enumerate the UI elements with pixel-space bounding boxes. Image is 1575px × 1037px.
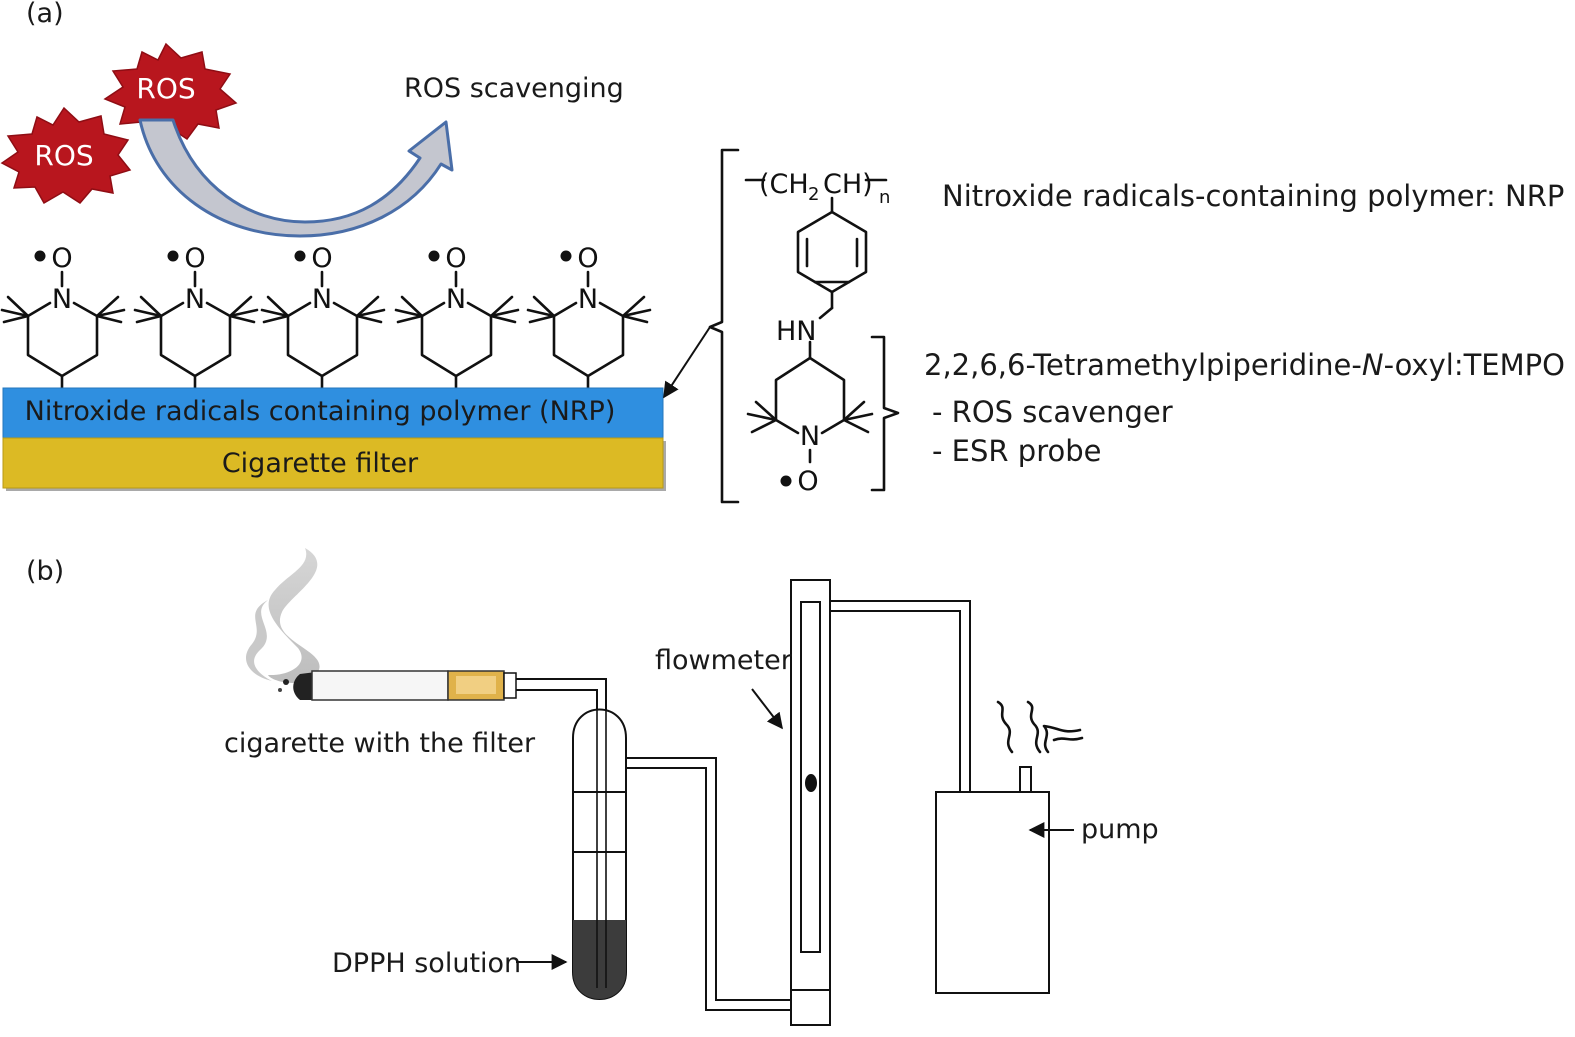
flowmeter-float	[805, 774, 817, 792]
panel-a-label: (a)	[26, 0, 64, 29]
nitrogen-atom: N	[800, 421, 820, 452]
formula-subscript: 2	[808, 184, 819, 205]
formula-ch2-open: (CH	[759, 169, 809, 200]
filter-layer	[2, 437, 664, 489]
pump-label: pump	[1081, 814, 1159, 845]
flowmeter-pointer-arrow	[751, 688, 783, 730]
tempo-title-suffix: -oxyl:TEMPO	[1384, 348, 1565, 382]
tempo-unit-2: O N	[133, 243, 259, 390]
nitrogen-atom: N	[185, 284, 205, 315]
oxygen-atom: O	[311, 243, 332, 274]
radical-dot	[428, 250, 440, 262]
radical-dot	[34, 250, 46, 262]
filter-layer-label: Cigarette filter	[222, 448, 419, 479]
radical-dot	[294, 250, 306, 262]
tempo-item-esr-probe: - ESR probe	[932, 434, 1101, 468]
tempo-unit-1: O N	[0, 243, 126, 390]
ros-badge-text: ROS	[136, 72, 195, 105]
tempo-unit-3: O N	[260, 243, 386, 390]
flowmeter	[790, 579, 831, 1026]
bubbler-tube	[572, 700, 627, 1000]
pump-exhaust	[1019, 766, 1032, 793]
oxygen-atom: O	[797, 466, 818, 497]
nrp-layer-label: Nitroxide radicals containing polymer (N…	[25, 396, 616, 427]
nrp-layer	[2, 387, 664, 439]
oxygen-atom: O	[445, 243, 466, 274]
tempo-ring-structure: N O	[746, 340, 874, 497]
tempo-title-italic: N	[1362, 348, 1384, 382]
tempo-unit-4: O N	[394, 243, 520, 390]
dpph-label: DPPH solution	[332, 948, 521, 979]
scavenging-label: ROS scavenging	[404, 73, 624, 104]
tempo-unit-5: O N	[526, 243, 652, 390]
formula-ch-close: CH)	[823, 169, 873, 200]
panel-b-label: (b)	[26, 556, 64, 587]
cigarette	[278, 670, 517, 701]
cigarette-label: cigarette with the filter	[224, 728, 536, 759]
radical-dot	[167, 250, 179, 262]
bubbler-to-flowmeter-tube	[626, 757, 791, 1011]
exhaust-fumes-icon	[996, 700, 1084, 754]
polymer-title: Nitroxide radicals-containing polymer: N…	[942, 179, 1564, 213]
tempo-item-ros-scavenger: - ROS scavenger	[932, 395, 1173, 429]
tempo-title: 2,2,6,6-Tetramethylpiperidine-N-oxyl:TEM…	[924, 348, 1565, 382]
structure-bracket-left	[708, 148, 740, 504]
nitrogen-atom: N	[312, 284, 332, 315]
nitrogen-atom: N	[578, 284, 598, 315]
pump-box	[935, 791, 1050, 994]
scavenging-arrow	[138, 118, 454, 238]
benzene-ring	[796, 196, 868, 320]
nitrogen-atom: N	[446, 284, 466, 315]
oxygen-atom: O	[184, 243, 205, 274]
dpph-solution-fill	[573, 920, 626, 999]
oxygen-atom: O	[51, 243, 72, 274]
smoke-icon	[245, 548, 320, 683]
ros-badge-back: ROS	[103, 42, 238, 141]
radical-dot	[780, 475, 792, 487]
nitrogen-atom: N	[52, 284, 72, 315]
formula-repeat-n: n	[879, 187, 890, 208]
flowmeter-label: flowmeter	[655, 645, 793, 676]
radical-dot	[560, 250, 572, 262]
tempo-title-prefix: 2,2,6,6-Tetramethylpiperidine-	[924, 348, 1362, 382]
structure-pointer-arrow	[663, 326, 711, 399]
polymer-formula: (CH 2 CH) n	[744, 169, 890, 208]
flowmeter-to-pump-tube	[830, 600, 971, 792]
ros-burst-shape	[0, 106, 132, 205]
ros-badge-front: ROS	[0, 106, 132, 205]
structure-bracket-right	[870, 335, 900, 492]
ros-badge-text: ROS	[34, 139, 93, 172]
oxygen-atom: O	[577, 243, 598, 274]
